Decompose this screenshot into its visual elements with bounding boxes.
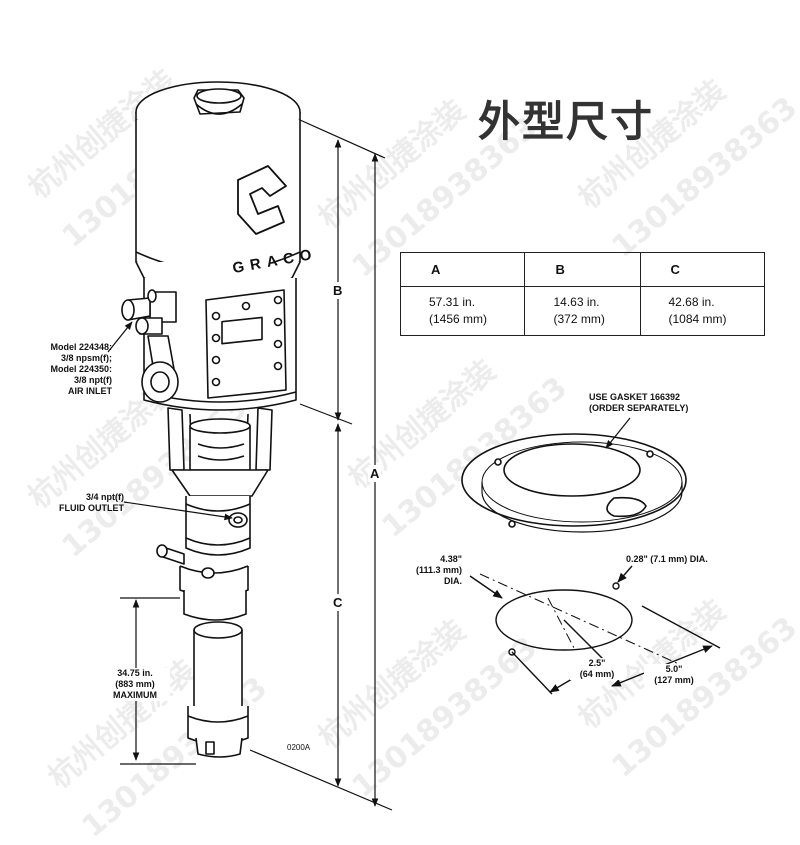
half-spacing-line: (64 mm) (579, 669, 615, 679)
full-spacing-line: (127 mm) (654, 675, 694, 685)
hole-dia-leader (617, 565, 633, 583)
hole-dia-label: 0.28" (7.1 mm) DIA. (626, 554, 708, 564)
cell-b: 14.63 in. (372 mm) (524, 286, 641, 336)
gasket-hole (494, 458, 502, 466)
half-spacing-line: 2.5" (588, 658, 606, 668)
cell-c: 42.68 in. (1084 mm) (639, 286, 765, 336)
gasket-note: USE GASKET 166392 (ORDER SEPARATELY) (589, 392, 688, 414)
value-b-mm: (372 mm) (553, 312, 605, 326)
gasket-hole (646, 450, 654, 458)
bore-dia-line: DIA. (444, 576, 462, 586)
table-header-row: A B C (399, 252, 765, 287)
gasket-illustration (461, 433, 687, 533)
bore-circle (495, 589, 633, 651)
bore-dia-label: 4.38" (111.3 mm) DIA. (396, 554, 462, 587)
air-motor-cylinder: GRACO (135, 120, 319, 296)
max-length-line: (883 mm) (115, 679, 155, 689)
fluid-outlet-line: FLUID OUTLET (59, 503, 124, 513)
header-b: B (524, 252, 641, 287)
fluid-outlet-line: 3/4 npt(f) (86, 492, 124, 502)
gasket-note-line: USE GASKET 166392 (589, 392, 681, 402)
air-inlet-line: Model 224348: (50, 342, 112, 352)
wet-cup (156, 544, 249, 621)
table-row: 57.31 in. (1456 mm) 14.63 in. (372 mm) 4… (399, 286, 765, 336)
fluid-outlet-label: 3/4 npt(f) FLUID OUTLET (24, 492, 124, 514)
air-inlet-line: Model 224350: (50, 364, 112, 374)
air-inlet-fitting (121, 289, 179, 403)
fluid-outlet-leader (123, 501, 233, 521)
figure-code: 0200A (287, 743, 311, 752)
gasket-notch (606, 496, 647, 518)
max-length-line: MAXIMUM (113, 690, 157, 700)
gasket-note-line: (ORDER SEPARATELY) (589, 403, 689, 413)
max-length-label: 34.75 in. (883 mm) MAXIMUM (100, 668, 170, 701)
pump-illustration: GRACO (121, 81, 319, 758)
header-c: C (639, 252, 765, 287)
dimension-a-letter: A (368, 465, 382, 482)
value-c-mm: (1084 mm) (668, 312, 727, 326)
full-spacing-label: 5.0" (127 mm) (644, 664, 704, 686)
gasket-leader (605, 417, 631, 449)
gasket-bore (503, 443, 641, 497)
value-a-in: 57.31 in. (429, 295, 476, 309)
max-length-line: 34.75 in. (117, 668, 153, 678)
value-b-in: 14.63 in. (553, 295, 600, 309)
dimension-c-letter: C (331, 594, 345, 611)
cell-a: 57.31 in. (1456 mm) (399, 286, 526, 336)
bore-dia-line: 4.38" (440, 554, 462, 564)
fluid-outlet-body (185, 496, 251, 556)
page-title: 外型尺寸 (478, 97, 655, 146)
dimension-table: A B C 57.31 in. (1456 mm) 14.63 in. (372… (399, 252, 765, 336)
bore-dia-leader (469, 575, 503, 599)
value-a-mm: (1456 mm) (429, 312, 488, 326)
header-a: A (399, 252, 526, 287)
dimension-b-letter: B (331, 282, 345, 299)
value-c-in: 42.68 in. (668, 295, 715, 309)
motor-housing (143, 278, 297, 411)
air-inlet-leader (107, 321, 133, 353)
half-spacing-label: 2.5" (64 mm) (570, 658, 624, 680)
bore-dia-line: (111.3 mm) (415, 565, 462, 575)
full-spacing-line: 5.0" (665, 664, 683, 674)
gasket-hole (508, 520, 516, 528)
tie-rods (167, 407, 273, 497)
pump-dimension-drawing: GRACO (107, 81, 721, 811)
air-inlet-line: 3/8 npsm(f); (60, 353, 112, 363)
air-inlet-label: Model 224348: 3/8 npsm(f); Model 224350:… (24, 342, 112, 397)
air-inlet-line: AIR INLET (68, 386, 112, 396)
air-inlet-line: 3/8 npt(f) (74, 375, 112, 385)
displacement-cylinder (187, 621, 249, 758)
